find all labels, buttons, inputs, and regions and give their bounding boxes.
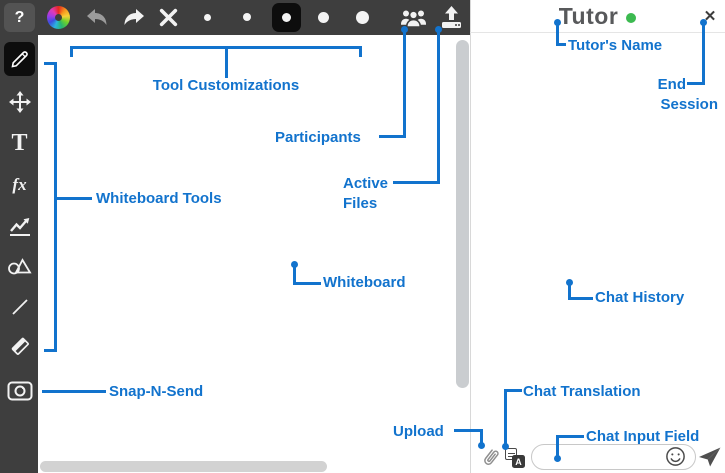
participants-icon bbox=[401, 10, 426, 28]
whiteboard-tools-label: Whiteboard Tools bbox=[96, 190, 222, 207]
chat-history-callout-line bbox=[568, 297, 593, 300]
active-files-upload-button[interactable] bbox=[440, 5, 463, 30]
whiteboard-tools-callout-line bbox=[44, 349, 57, 352]
active-files-label: Active bbox=[343, 175, 389, 192]
chat-input-field-label: Chat Input Field bbox=[586, 428, 700, 445]
tool-formula[interactable]: fx bbox=[4, 169, 35, 200]
tool-eraser[interactable] bbox=[4, 330, 35, 361]
smiley-icon bbox=[666, 447, 685, 466]
whiteboard-callout-line bbox=[293, 264, 296, 285]
upload-callout-line bbox=[480, 429, 483, 446]
whiteboard-label: Whiteboard bbox=[323, 274, 406, 291]
upload-callout-line bbox=[454, 429, 483, 432]
chat-translation-callout-line bbox=[504, 389, 507, 447]
redo-button[interactable] bbox=[123, 8, 145, 26]
help-button[interactable]: ? bbox=[4, 3, 35, 32]
whiteboard-canvas[interactable] bbox=[38, 35, 470, 473]
paperclip-icon bbox=[484, 449, 499, 465]
clear-x-icon bbox=[159, 8, 178, 27]
active-files-callout-line bbox=[437, 29, 440, 184]
participants-callout-line bbox=[379, 135, 406, 138]
tutors-name-callout-line bbox=[556, 22, 559, 46]
redo-icon bbox=[124, 9, 144, 25]
upload-callout-dot bbox=[478, 442, 485, 449]
tool-text[interactable]: T bbox=[4, 127, 35, 158]
tool-customizations-callout-line bbox=[225, 46, 228, 78]
tool-move[interactable] bbox=[4, 86, 35, 117]
eraser-icon bbox=[11, 337, 29, 355]
chat-input-field-callout-dot bbox=[554, 455, 561, 462]
tool-customizations-callout-line bbox=[70, 46, 362, 49]
whiteboard-vertical-scrollbar[interactable] bbox=[456, 40, 469, 388]
tool-snap-n-send-camera[interactable] bbox=[4, 374, 35, 405]
end-session-callout-line bbox=[702, 22, 705, 85]
stroke-size-dot-3-selected[interactable] bbox=[282, 12, 291, 22]
stroke-size-dot-2[interactable] bbox=[243, 13, 251, 21]
send-message-button[interactable] bbox=[697, 446, 722, 468]
tool-customizations-label: Tool Customizations bbox=[152, 77, 300, 94]
tutors-name-label: Tutor's Name bbox=[568, 37, 663, 54]
whiteboard-tools-callout-line bbox=[54, 197, 92, 200]
tutor-name-title: Tutor bbox=[558, 2, 619, 29]
participants-callout-line bbox=[403, 29, 406, 138]
snap-n-send-callout-line bbox=[42, 390, 106, 393]
tool-customizations-callout-line bbox=[359, 46, 362, 57]
tutors-name-callout-line bbox=[556, 43, 566, 46]
active-files-callout-line bbox=[393, 181, 440, 184]
end-session-label: End bbox=[657, 76, 686, 93]
color-wheel-icon[interactable] bbox=[47, 6, 70, 29]
send-plane-icon bbox=[699, 447, 721, 467]
chat-translation-button[interactable]: A bbox=[505, 448, 525, 469]
end-session-callout-line bbox=[687, 82, 703, 85]
upload-label: Upload bbox=[393, 423, 444, 440]
participants-label: Participants bbox=[275, 129, 361, 146]
camera-icon bbox=[7, 381, 32, 400]
whiteboard-tools-callout-line bbox=[44, 62, 57, 65]
upload-attachment-button[interactable] bbox=[480, 447, 500, 470]
tool-line[interactable] bbox=[4, 291, 35, 322]
line-icon bbox=[11, 298, 28, 315]
chat-translation-callout-line bbox=[504, 389, 522, 392]
tool-customizations-callout-line bbox=[70, 46, 73, 57]
whiteboard-horizontal-scrollbar[interactable] bbox=[40, 461, 327, 472]
chat-history-label: Chat History bbox=[595, 289, 685, 306]
undo-icon bbox=[87, 9, 107, 25]
participants-button[interactable] bbox=[400, 7, 427, 28]
text-tool-icon: T bbox=[11, 129, 28, 156]
stroke-size-dot-1[interactable] bbox=[204, 13, 211, 21]
pencil-icon bbox=[10, 51, 28, 68]
tool-chart[interactable] bbox=[4, 210, 35, 241]
shapes-icon bbox=[8, 257, 32, 274]
chat-translation-callout-dot bbox=[502, 443, 509, 450]
whiteboard-tools-callout-line bbox=[54, 62, 57, 352]
formula-fx-icon: fx bbox=[12, 175, 27, 194]
undo-button[interactable] bbox=[86, 8, 108, 26]
chat-history-callout-line bbox=[568, 282, 571, 300]
tool-shapes[interactable] bbox=[4, 250, 35, 281]
tool-pencil[interactable] bbox=[4, 42, 35, 76]
move-arrows-icon bbox=[8, 90, 31, 113]
whiteboard-toolbar bbox=[0, 0, 470, 35]
chat-input-field-callout-line bbox=[556, 435, 584, 438]
end-session-label: Session bbox=[660, 96, 718, 113]
clear-board-button[interactable] bbox=[159, 8, 178, 27]
participants-callout-dot bbox=[401, 26, 408, 33]
chat-header: Tutor bbox=[470, 0, 725, 33]
active-files-callout-dot bbox=[435, 26, 442, 33]
stroke-size-dot-5[interactable] bbox=[355, 10, 369, 24]
chat-history-area[interactable] bbox=[471, 34, 725, 434]
whiteboard-callout-line bbox=[293, 282, 321, 285]
snap-n-send-label: Snap-N-Send bbox=[109, 383, 204, 400]
chat-input-field[interactable] bbox=[542, 446, 667, 467]
chat-panel bbox=[470, 0, 725, 473]
chat-input-field-callout-line bbox=[556, 435, 559, 458]
chat-translation-label: Chat Translation bbox=[523, 383, 641, 400]
upload-tray-icon bbox=[442, 6, 461, 28]
emoji-button[interactable] bbox=[665, 446, 686, 467]
online-status-dot bbox=[626, 12, 637, 23]
active-files-label: Files bbox=[343, 195, 378, 212]
stroke-size-dot-4[interactable] bbox=[317, 11, 329, 23]
translate-front-page-icon: A bbox=[512, 455, 525, 468]
chart-trend-icon bbox=[9, 217, 30, 236]
